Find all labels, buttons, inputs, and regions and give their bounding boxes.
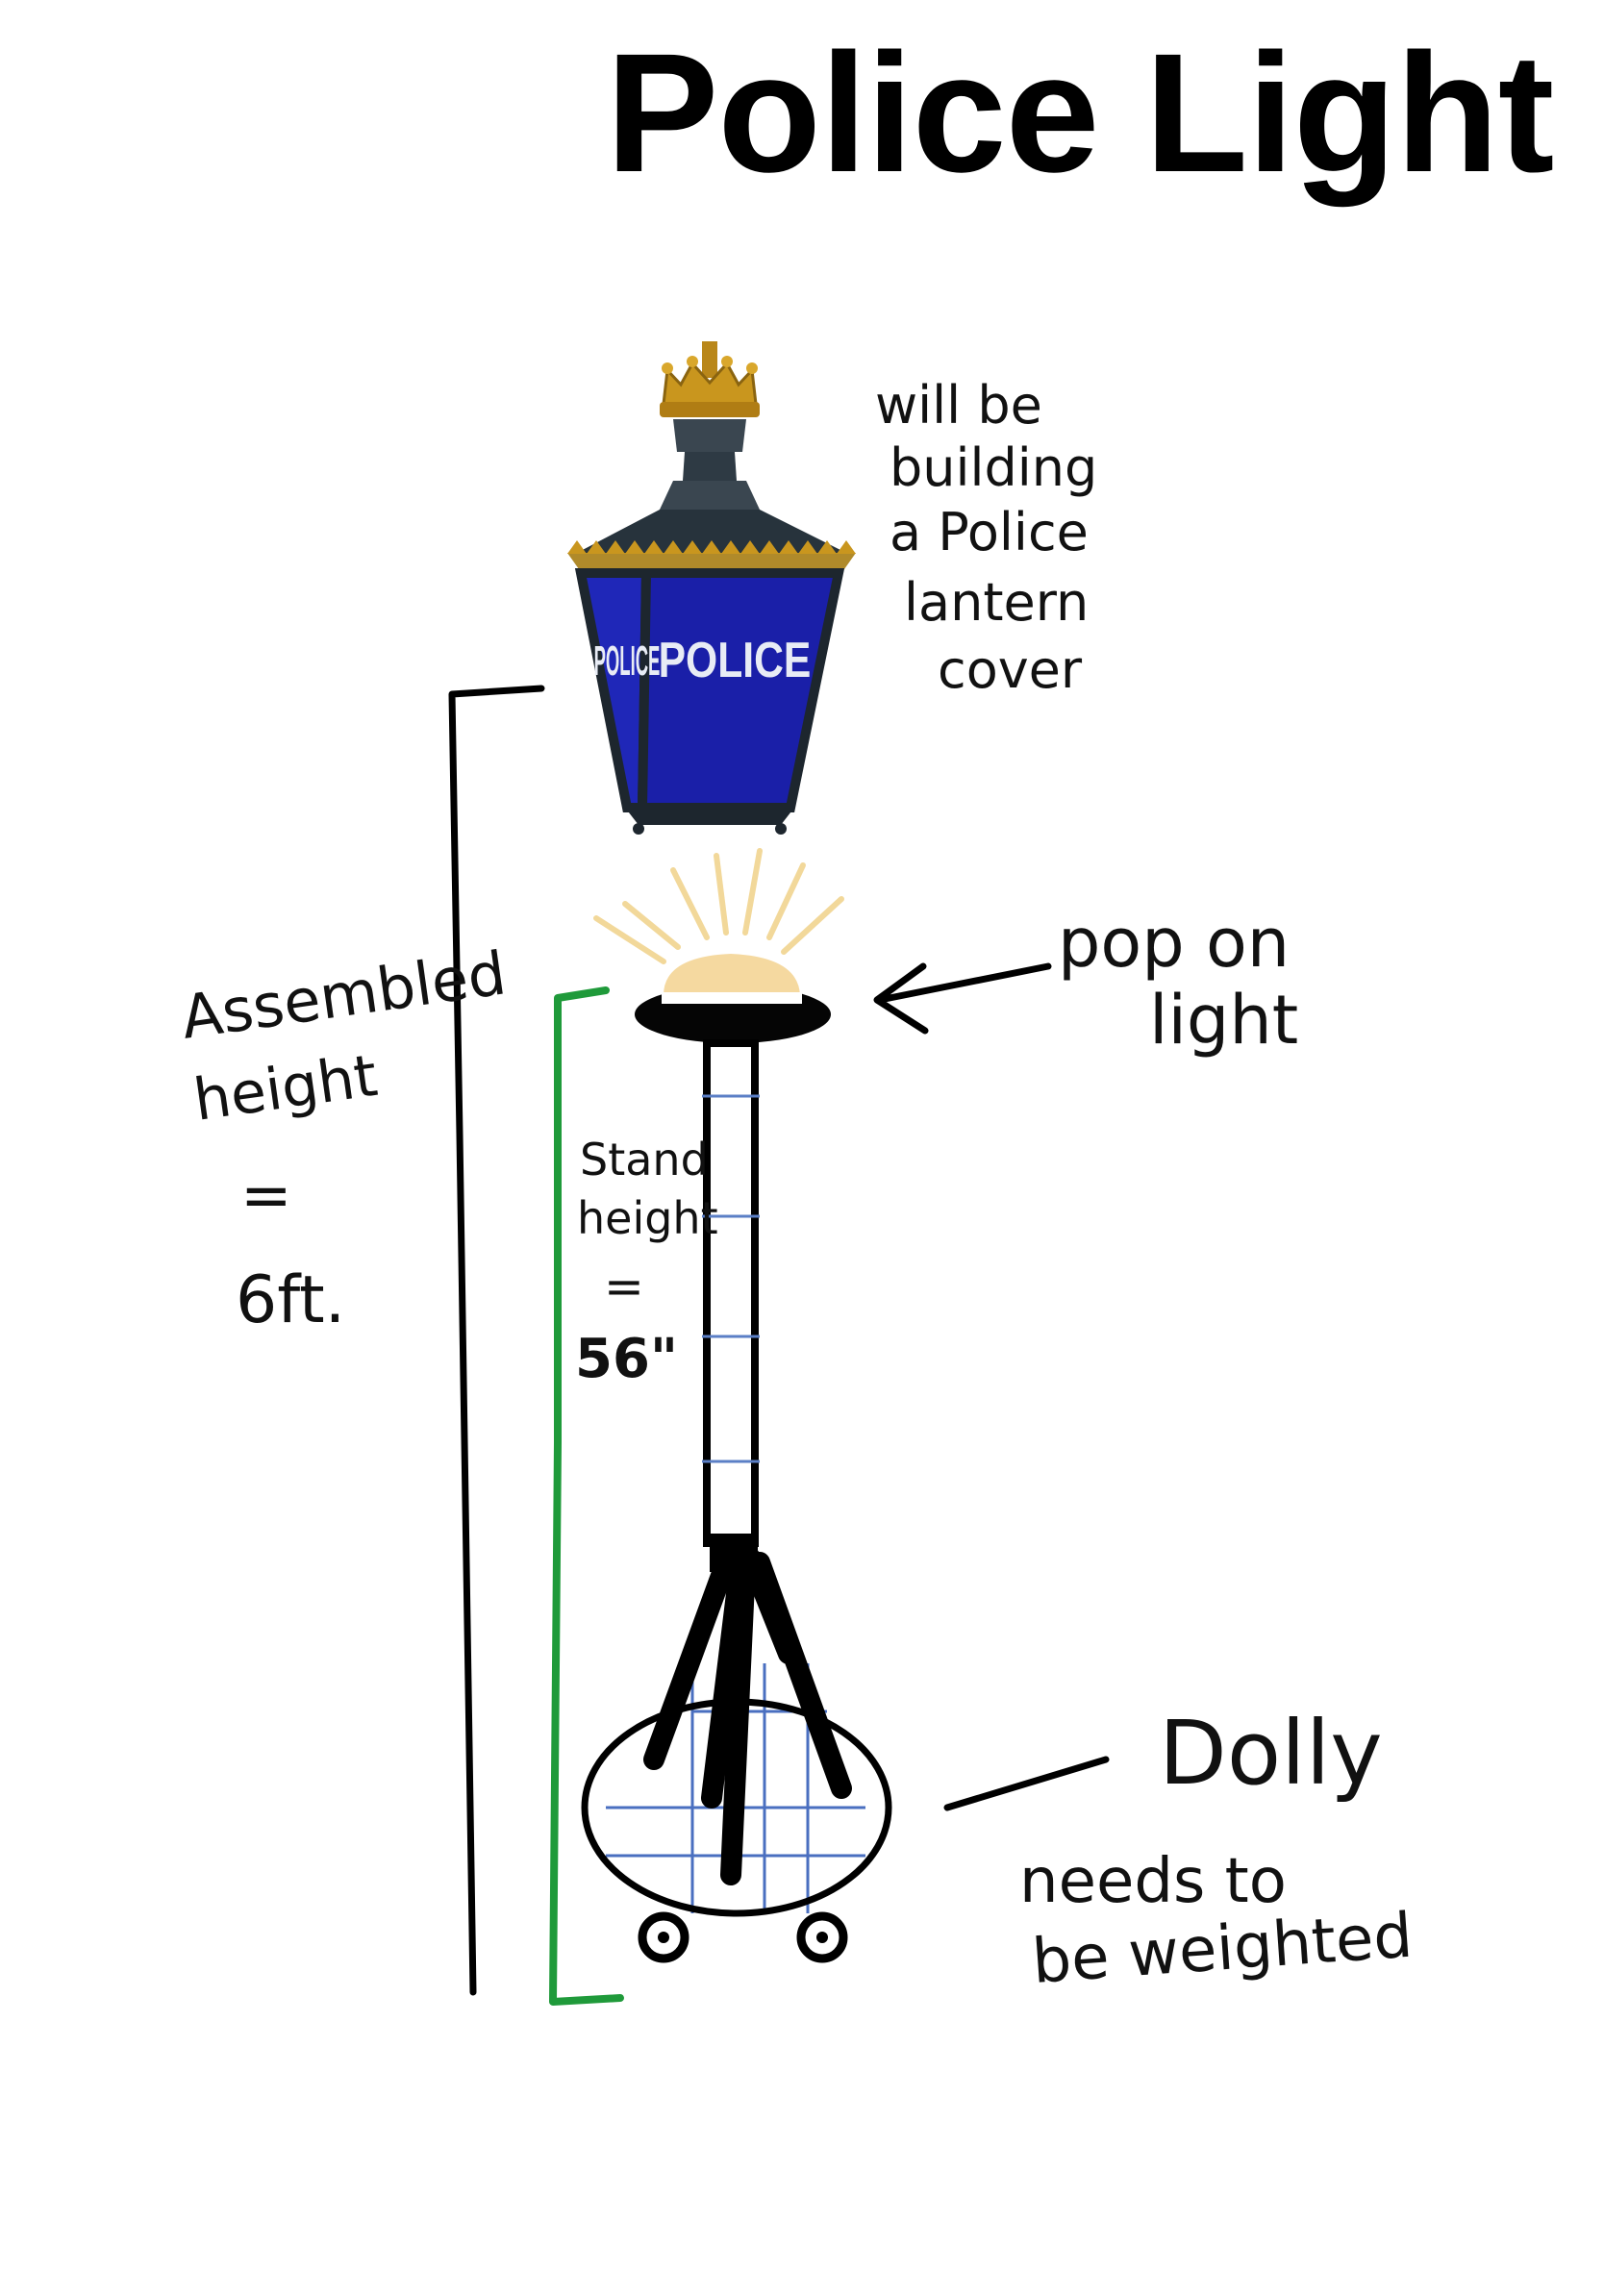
dolly-pointer-line bbox=[943, 1756, 1110, 1811]
dolly-label: Dolly bbox=[1159, 1702, 1383, 1805]
stand-label-line: Stand bbox=[580, 1134, 709, 1185]
light-label-line: pop on bbox=[1058, 904, 1290, 983]
assembled-label-line: height bbox=[189, 1042, 381, 1135]
dolly-note: Dolly needs to be weighted bbox=[1019, 1702, 1415, 1998]
dolly-wheel-right bbox=[796, 1911, 848, 1963]
assembled-label-line: 6ft. bbox=[236, 1262, 345, 1338]
pop-on-light-label: pop on light bbox=[1058, 904, 1298, 1060]
stand-label-line: 56" bbox=[575, 1328, 678, 1390]
light-rays bbox=[593, 848, 844, 964]
light-label-line: light bbox=[1149, 981, 1298, 1060]
lantern-note-line: building bbox=[890, 437, 1097, 498]
lantern-note-line: cover bbox=[938, 639, 1083, 700]
stand-height-bracket bbox=[549, 986, 624, 2006]
pop-on-light-arrow bbox=[873, 962, 1052, 1035]
stand-label-line: = bbox=[604, 1259, 644, 1314]
dolly bbox=[581, 1534, 892, 1963]
light-dome bbox=[664, 954, 800, 995]
lantern-front-label: POLICE bbox=[659, 633, 812, 688]
pop-on-light bbox=[593, 848, 844, 1043]
dolly-note-line: needs to bbox=[1019, 1846, 1287, 1917]
lantern-side-label: POLICE bbox=[594, 637, 661, 686]
lantern-note-line: lantern bbox=[904, 572, 1089, 633]
stand-pole bbox=[702, 1039, 760, 1547]
dolly-wheel-left bbox=[638, 1911, 689, 1963]
crown-icon bbox=[660, 341, 760, 417]
lantern-note-line: will be bbox=[875, 375, 1042, 436]
lantern-note-line: a Police bbox=[890, 502, 1089, 562]
lantern-illustration: POLICE POLICE bbox=[567, 341, 856, 835]
assembled-label-line: = bbox=[240, 1160, 292, 1232]
lantern-note: will be building a Police lantern cover bbox=[875, 375, 1097, 700]
page-title: Police Light bbox=[606, 19, 1554, 208]
stand-height-label: Stand height = 56" bbox=[575, 1134, 718, 1390]
stand-label-line: height bbox=[577, 1192, 718, 1244]
assembled-height-bracket bbox=[448, 685, 545, 1996]
